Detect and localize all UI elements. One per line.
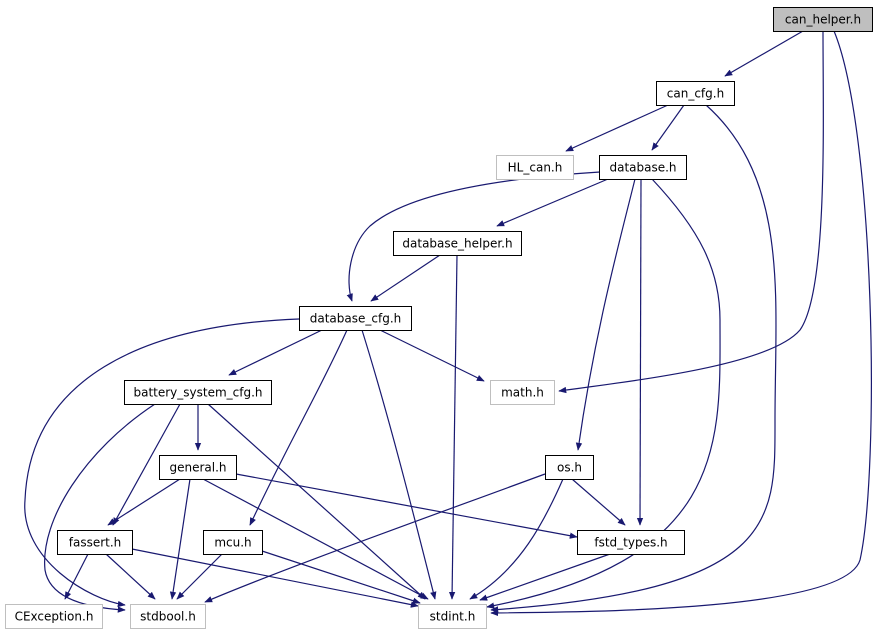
- edge-can-cfg-h-to-stdint-h: [490, 104, 777, 613]
- edge-general-h-to-stdint-h: [202, 478, 429, 600]
- node-box: [393, 231, 522, 256]
- node-label: can_helper.h: [785, 13, 861, 27]
- edge-battery-system-cfg-h-to-fassert-h: [112, 403, 181, 526]
- node-box: [159, 455, 237, 480]
- node-label: general.h: [169, 461, 226, 475]
- node-box: [57, 530, 133, 555]
- edge-database-h-to-database-helper-h: [496, 178, 609, 227]
- node-box: [656, 81, 735, 106]
- node-box: [203, 530, 263, 555]
- node-label: database.h: [609, 161, 676, 175]
- edge-database-cfg-h-to-stdint-h: [361, 329, 437, 600]
- edge-mcu-h-to-stdint-h: [261, 550, 421, 604]
- edge-database-helper-h-to-stdint-h: [448, 254, 458, 600]
- edge-database-h-to-database-cfg-h: [346, 171, 601, 302]
- edge-os-h-to-fstd-types-h: [571, 478, 626, 526]
- node-label: CException.h: [15, 610, 94, 624]
- node-label: stdint.h: [430, 610, 476, 624]
- edge-database-cfg-h-to-mcu-h: [249, 329, 348, 526]
- node-box: [496, 155, 574, 180]
- node-label: stdbool.h: [140, 610, 196, 624]
- node-label: database_helper.h: [402, 237, 512, 251]
- edge-general-h-to-fassert-h: [107, 478, 181, 526]
- node-box: [299, 306, 412, 331]
- node-label: mcu.h: [214, 536, 251, 550]
- node-box: [418, 604, 487, 629]
- node-box: [130, 604, 206, 629]
- edge-os-h-to-stdbool-h: [204, 473, 546, 603]
- node-label: fstd_types.h: [594, 536, 667, 550]
- edge-general-h-to-stdbool-h: [169, 478, 191, 600]
- edge-can-helper-h-to-can-cfg-h: [724, 30, 804, 77]
- edge-database-helper-h-to-database-cfg-h: [370, 254, 441, 302]
- node-label: database_cfg.h: [310, 312, 402, 326]
- node-database-h[interactable]: database.h: [599, 155, 687, 180]
- edge-mcu-h-to-stdbool-h: [176, 553, 223, 600]
- node-box: [124, 380, 272, 405]
- node-battery-system-cfg-h[interactable]: battery_system_cfg.h: [124, 380, 272, 405]
- node-cexception-h: CException.h: [5, 604, 103, 629]
- node-can-cfg-h[interactable]: can_cfg.h: [656, 81, 735, 106]
- node-box: [599, 155, 687, 180]
- node-box: [545, 455, 594, 480]
- node-os-h[interactable]: os.h: [545, 455, 594, 480]
- node-label: battery_system_cfg.h: [133, 386, 262, 400]
- node-box: [577, 530, 685, 555]
- edge-fassert-h-to-cexception-h: [64, 553, 89, 600]
- edge-database-h-to-stdint-h: [486, 178, 721, 609]
- node-label: can_cfg.h: [667, 87, 724, 101]
- edge-os-h-to-stdint-h: [469, 478, 564, 600]
- node-box: [5, 604, 103, 629]
- edge-database-cfg-h-to-math-h: [379, 329, 485, 382]
- node-fstd-types-h[interactable]: fstd_types.h: [577, 530, 685, 555]
- edge-can-helper-h-to-stdint-h: [490, 30, 872, 617]
- node-hl-can-h: HL_can.h: [496, 155, 574, 180]
- edge-fstd-types-h-to-stdint-h: [479, 553, 611, 601]
- node-stdint-h: stdint.h: [418, 604, 487, 629]
- node-database-helper-h[interactable]: database_helper.h: [393, 231, 522, 256]
- node-label: os.h: [557, 461, 582, 475]
- edge-can-helper-h-to-math-h: [558, 30, 824, 394]
- node-can-helper-h: can_helper.h: [773, 7, 873, 32]
- node-math-h: math.h: [490, 380, 555, 405]
- node-box: [773, 7, 873, 32]
- node-database-cfg-h[interactable]: database_cfg.h: [299, 306, 412, 331]
- edge-battery-system-cfg-h-to-stdbool-h: [44, 403, 156, 613]
- edge-database-cfg-h-to-stdbool-h: [24, 318, 300, 608]
- node-general-h[interactable]: general.h: [159, 455, 237, 480]
- edges-layer: [24, 30, 872, 617]
- node-label: math.h: [501, 386, 544, 400]
- edge-battery-system-cfg-h-to-stdint-h: [207, 403, 426, 600]
- node-stdbool-h: stdbool.h: [130, 604, 206, 629]
- nodes-layer: can_helper.h can_cfg.hHL_can.h database.h d…: [5, 7, 873, 629]
- edge-fassert-h-to-stdint-h: [131, 548, 419, 608]
- node-box: [490, 380, 555, 405]
- edge-can-cfg-h-to-database-h: [651, 104, 685, 151]
- edge-general-h-to-fstd-types-h: [235, 473, 578, 539]
- edge-can-cfg-h-to-hl-can-h: [565, 104, 669, 152]
- edge-database-h-to-fstd-types-h: [636, 178, 644, 526]
- edge-database-h-to-os-h: [575, 178, 636, 451]
- node-mcu-h[interactable]: mcu.h: [203, 530, 263, 555]
- node-label: fassert.h: [69, 536, 122, 550]
- node-label: HL_can.h: [508, 161, 563, 175]
- edge-database-cfg-h-to-battery-system-cfg-h: [228, 329, 323, 376]
- node-fassert-h[interactable]: fassert.h: [57, 530, 133, 555]
- edge-fassert-h-to-stdbool-h: [105, 553, 156, 600]
